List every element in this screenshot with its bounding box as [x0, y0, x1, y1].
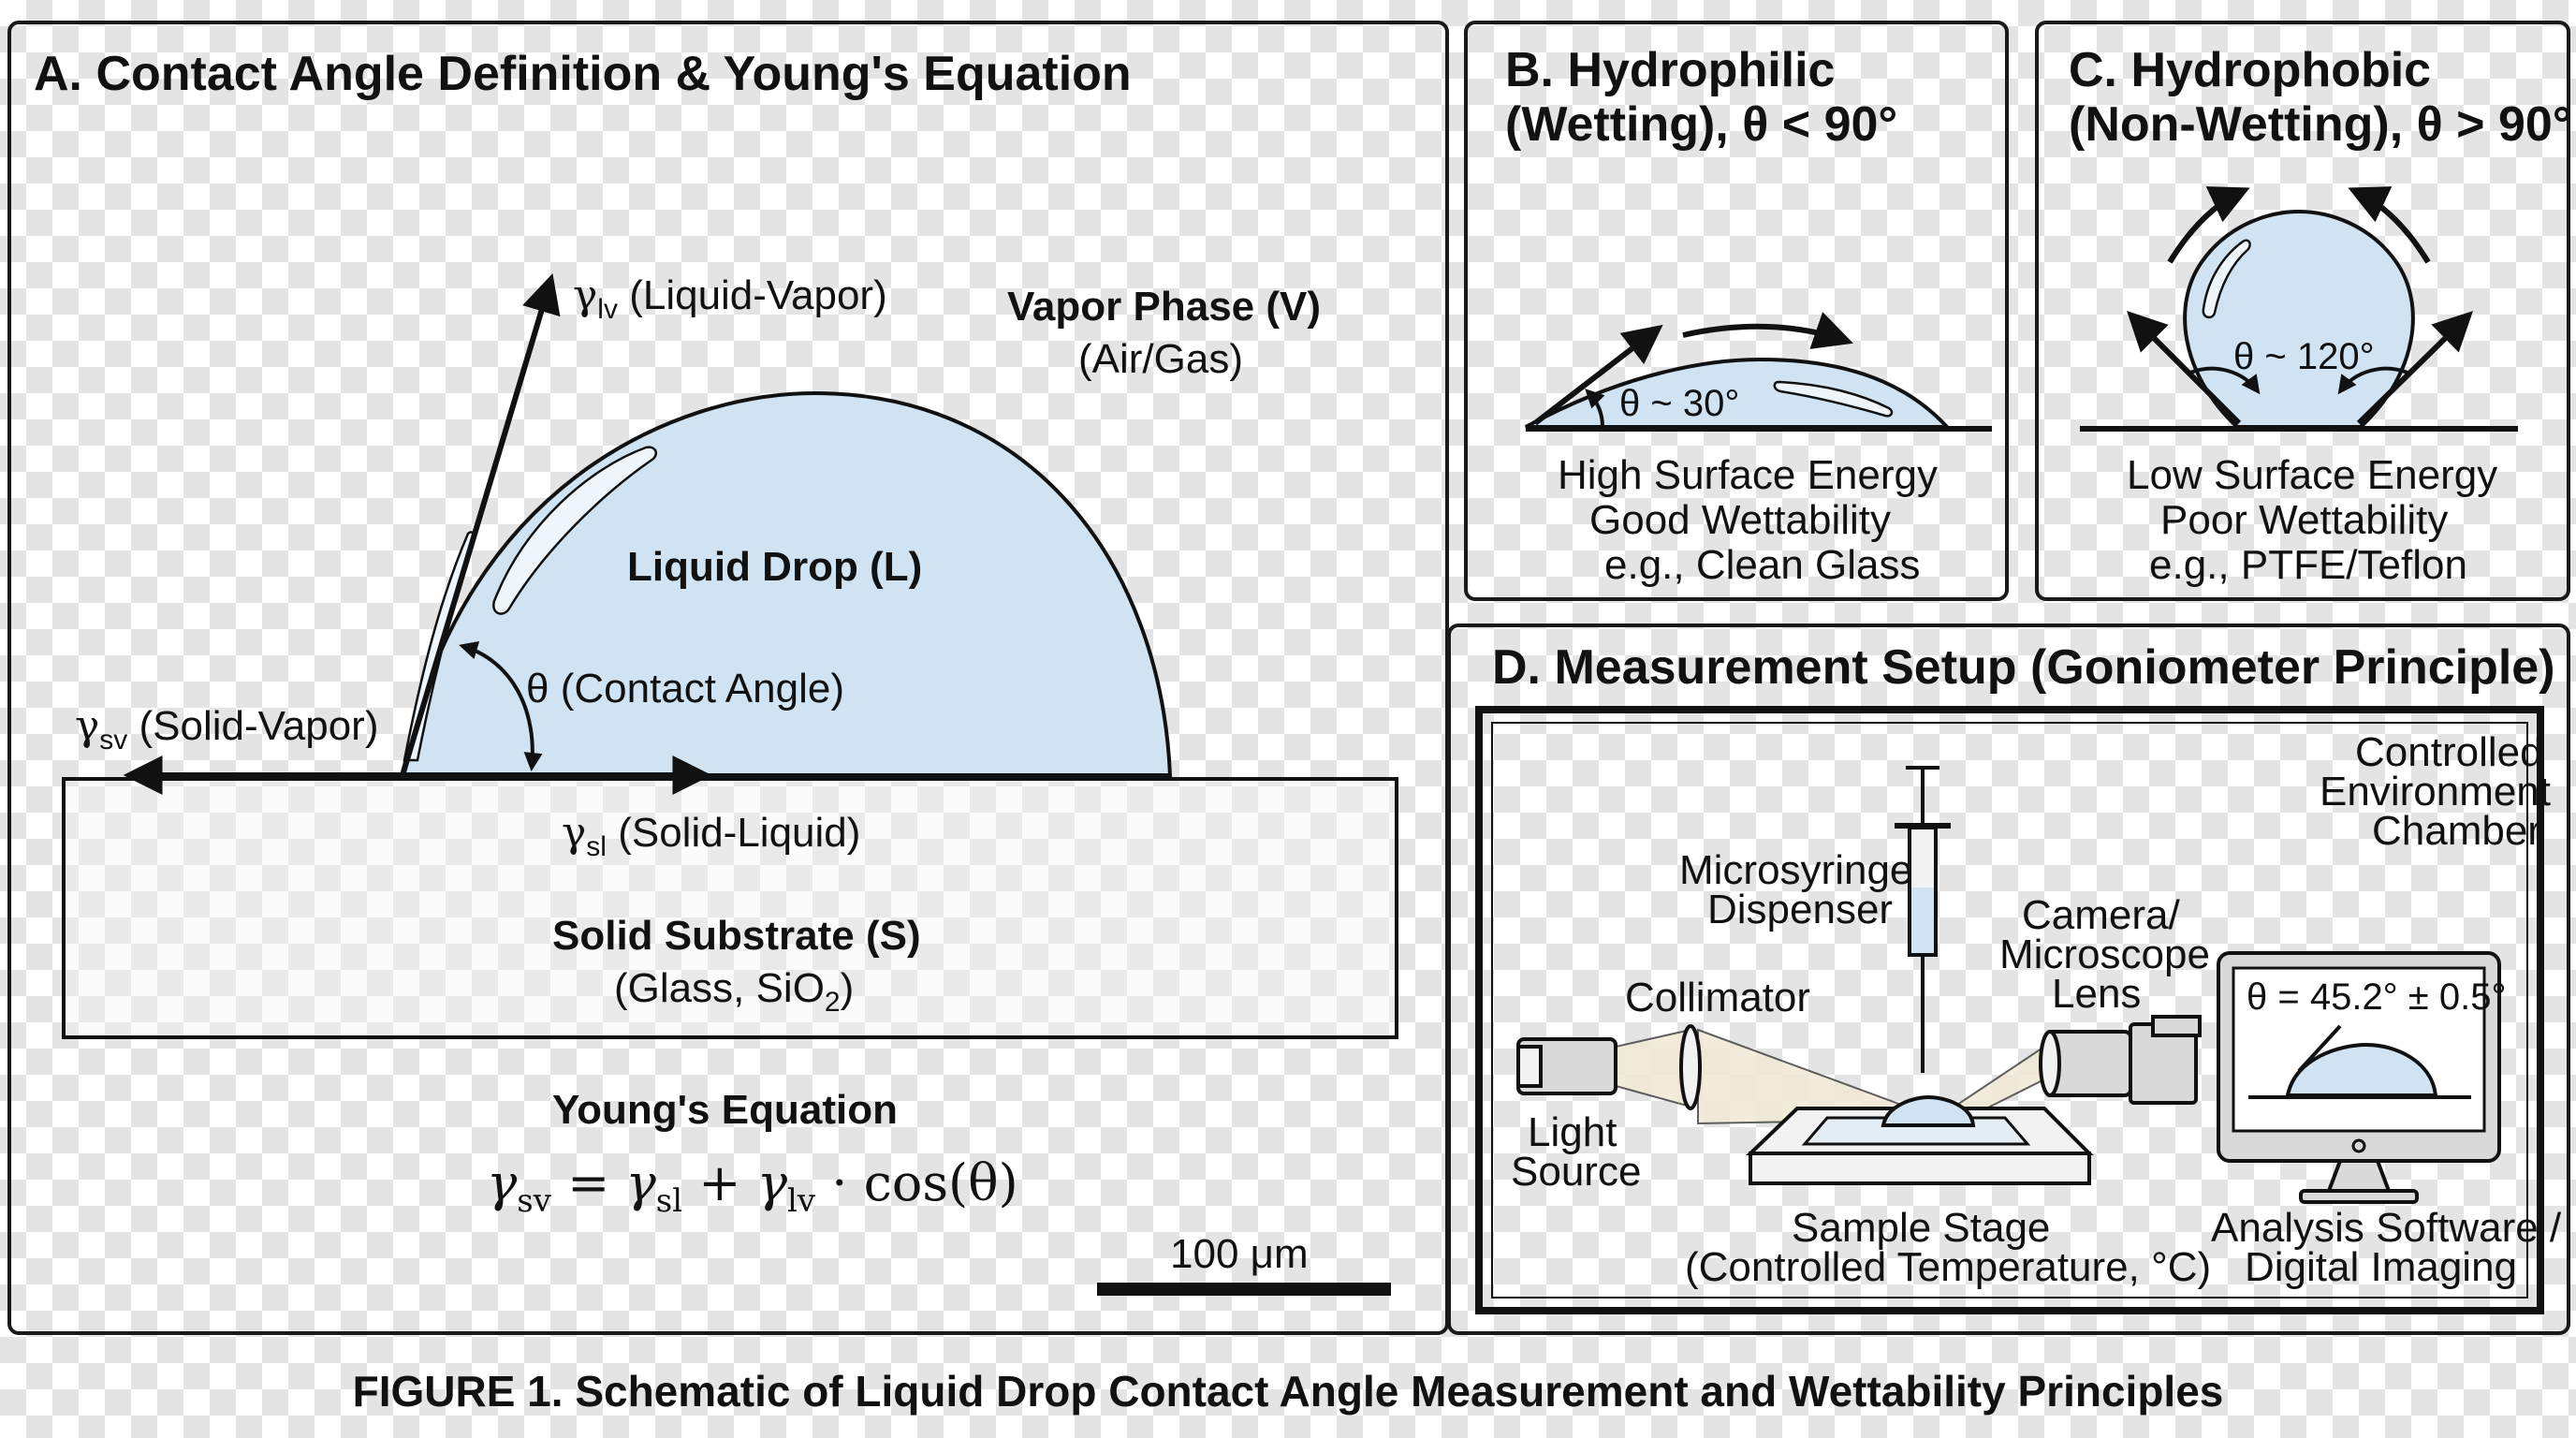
hydrophobic-desc-2: Poor Wettability	[2160, 497, 2448, 543]
hydrophilic-tangent-arrow	[1533, 324, 1663, 426]
hydrophilic-desc-1: High Surface Energy	[1558, 452, 1938, 498]
camera-label-2: Microscope	[1999, 932, 2210, 977]
panel-b-frame	[1464, 21, 2009, 601]
hydrophobic-desc-1: Low Surface Energy	[2127, 452, 2497, 498]
solid-substrate	[62, 777, 1398, 1039]
syringe-liquid	[1911, 888, 1934, 953]
environment-chamber-inner	[1491, 722, 2528, 1299]
gamma-sv-label: γsv (Solid-Vapor)	[75, 702, 378, 756]
panel-d-title: D. Measurement Setup (Goniometer Princip…	[1492, 640, 2555, 695]
angle-readout: θ = 45.2° ± 0.5°	[2247, 976, 2506, 1018]
hydrophobic-right-angle-arc	[2337, 366, 2408, 395]
light-source-cap	[1516, 1045, 1543, 1088]
substrate-sublabel: (Glass, SiO2)	[614, 965, 854, 1018]
camera-top	[2151, 1015, 2202, 1037]
environment-chamber	[1475, 706, 2544, 1314]
hydrophilic-drop	[1525, 357, 1952, 429]
youngs-equation: γsv = γsl + γlv · cos(θ)	[487, 1153, 1018, 1220]
chamber-label-1: Controlled	[2355, 729, 2543, 775]
hydrophobic-desc-3: e.g., PTFE/Teflon	[2149, 542, 2467, 588]
gamma-lv-label: γlv (Liquid-Vapor)	[573, 271, 887, 325]
vapor-phase-label: Vapor Phase (V)	[1007, 284, 1321, 330]
liquid-drop-label: Liquid Drop (L)	[627, 544, 922, 590]
hydrophilic-angle-arc	[1585, 389, 1605, 428]
software-label-2: Digital Imaging	[2245, 1244, 2517, 1290]
sample-stage-base	[1749, 1152, 2091, 1185]
software-label-1: Analysis Software /	[2211, 1205, 2562, 1251]
scale-bar-label: 100 μm	[1170, 1231, 1309, 1277]
screen-angle-line	[2297, 1024, 2342, 1073]
contact-angle-arc	[459, 640, 543, 771]
hydrophilic-desc-2: Good Wettability	[1589, 497, 1891, 543]
figure-caption: FIGURE 1. Schematic of Liquid Drop Conta…	[353, 1367, 2224, 1416]
hydrophobic-right-curl-arrow	[2348, 186, 2431, 264]
panel-b-title-line1: B. Hydrophilic	[1505, 43, 1835, 97]
light-path	[1615, 1028, 1691, 1108]
panel-a-title: A. Contact Angle Definition & Young's Eq…	[34, 47, 1132, 101]
hydrophilic-angle-label: θ ~ 30°	[1619, 383, 1739, 424]
hydrophobic-angle-label: θ ~ 120°	[2233, 336, 2375, 377]
vapor-phase-sublabel: (Air/Gas)	[1078, 336, 1243, 382]
hydrophobic-left-curl-arrow	[2167, 186, 2250, 264]
hydrophobic-left-tangent-arrow	[2127, 311, 2242, 426]
panel-c: C. Hydrophobic (Non-Wetting), θ > 90° θ …	[2035, 21, 2572, 601]
chamber-label-3: Chamber	[2372, 808, 2541, 854]
contact-angle-label: θ (Contact Angle)	[526, 666, 844, 712]
syringe-label-1: Microsyringe	[1679, 847, 1912, 893]
monitor-power-icon	[2351, 1138, 2366, 1153]
hydrophilic-spread-arrow	[1682, 312, 1853, 349]
collimator-lens	[1679, 1024, 1702, 1110]
syringe-label-2: Dispenser	[1707, 887, 1893, 932]
panel-c-title-line1: C. Hydrophobic	[2069, 43, 2431, 97]
stage-label-1: Sample Stage	[1792, 1205, 2050, 1251]
camera-lens-front	[2039, 1030, 2061, 1097]
stage-label-2: (Controlled Temperature, °C)	[1685, 1244, 2211, 1290]
collimator-label: Collimator	[1625, 975, 1810, 1020]
hydrophobic-left-angle-arc	[2189, 366, 2261, 395]
panel-c-title-line2: (Non-Wetting), θ > 90°	[2069, 97, 2572, 152]
hydrophilic-drop-highlight	[1773, 380, 1894, 418]
scale-bar	[1097, 1283, 1391, 1296]
panel-c-frame	[2035, 21, 2570, 601]
panel-d: D. Measurement Setup (Goniometer Princip…	[1447, 624, 2570, 1335]
monitor-neck	[2326, 1159, 2392, 1193]
equation-title: Young's Equation	[552, 1087, 898, 1133]
light-source-label-2: Source	[1511, 1149, 1641, 1195]
hydrophobic-right-tangent-arrow	[2356, 311, 2473, 426]
panel-b: B. Hydrophilic (Wetting), θ < 90° θ ~ 30…	[1464, 21, 2009, 601]
hydrophilic-desc-3: e.g., Clean Glass	[1604, 542, 1921, 588]
substrate-label: Solid Substrate (S)	[552, 913, 921, 959]
gamma-sl-label: γsl (Solid-Liquid)	[562, 809, 860, 862]
hydrophobic-drop-highlight	[2202, 239, 2251, 319]
sample-drop	[1881, 1094, 1976, 1127]
hydrophobic-drop	[2183, 209, 2415, 429]
panel-a: A. Contact Angle Definition & Young's Eq…	[7, 21, 1449, 1335]
camera-label-1: Camera/	[2022, 892, 2180, 938]
gamma-lv-vector	[400, 272, 561, 776]
drop-highlight	[492, 446, 657, 615]
monitor-stand	[2299, 1189, 2419, 1204]
light-source-label-1: Light	[1528, 1109, 1617, 1155]
chamber-label-2: Environment	[2320, 769, 2551, 814]
panel-b-title-line2: (Wetting), θ < 90°	[1505, 97, 1897, 152]
panel-d-frame	[1447, 624, 2570, 1335]
camera-label-3: Lens	[2052, 971, 2141, 1017]
